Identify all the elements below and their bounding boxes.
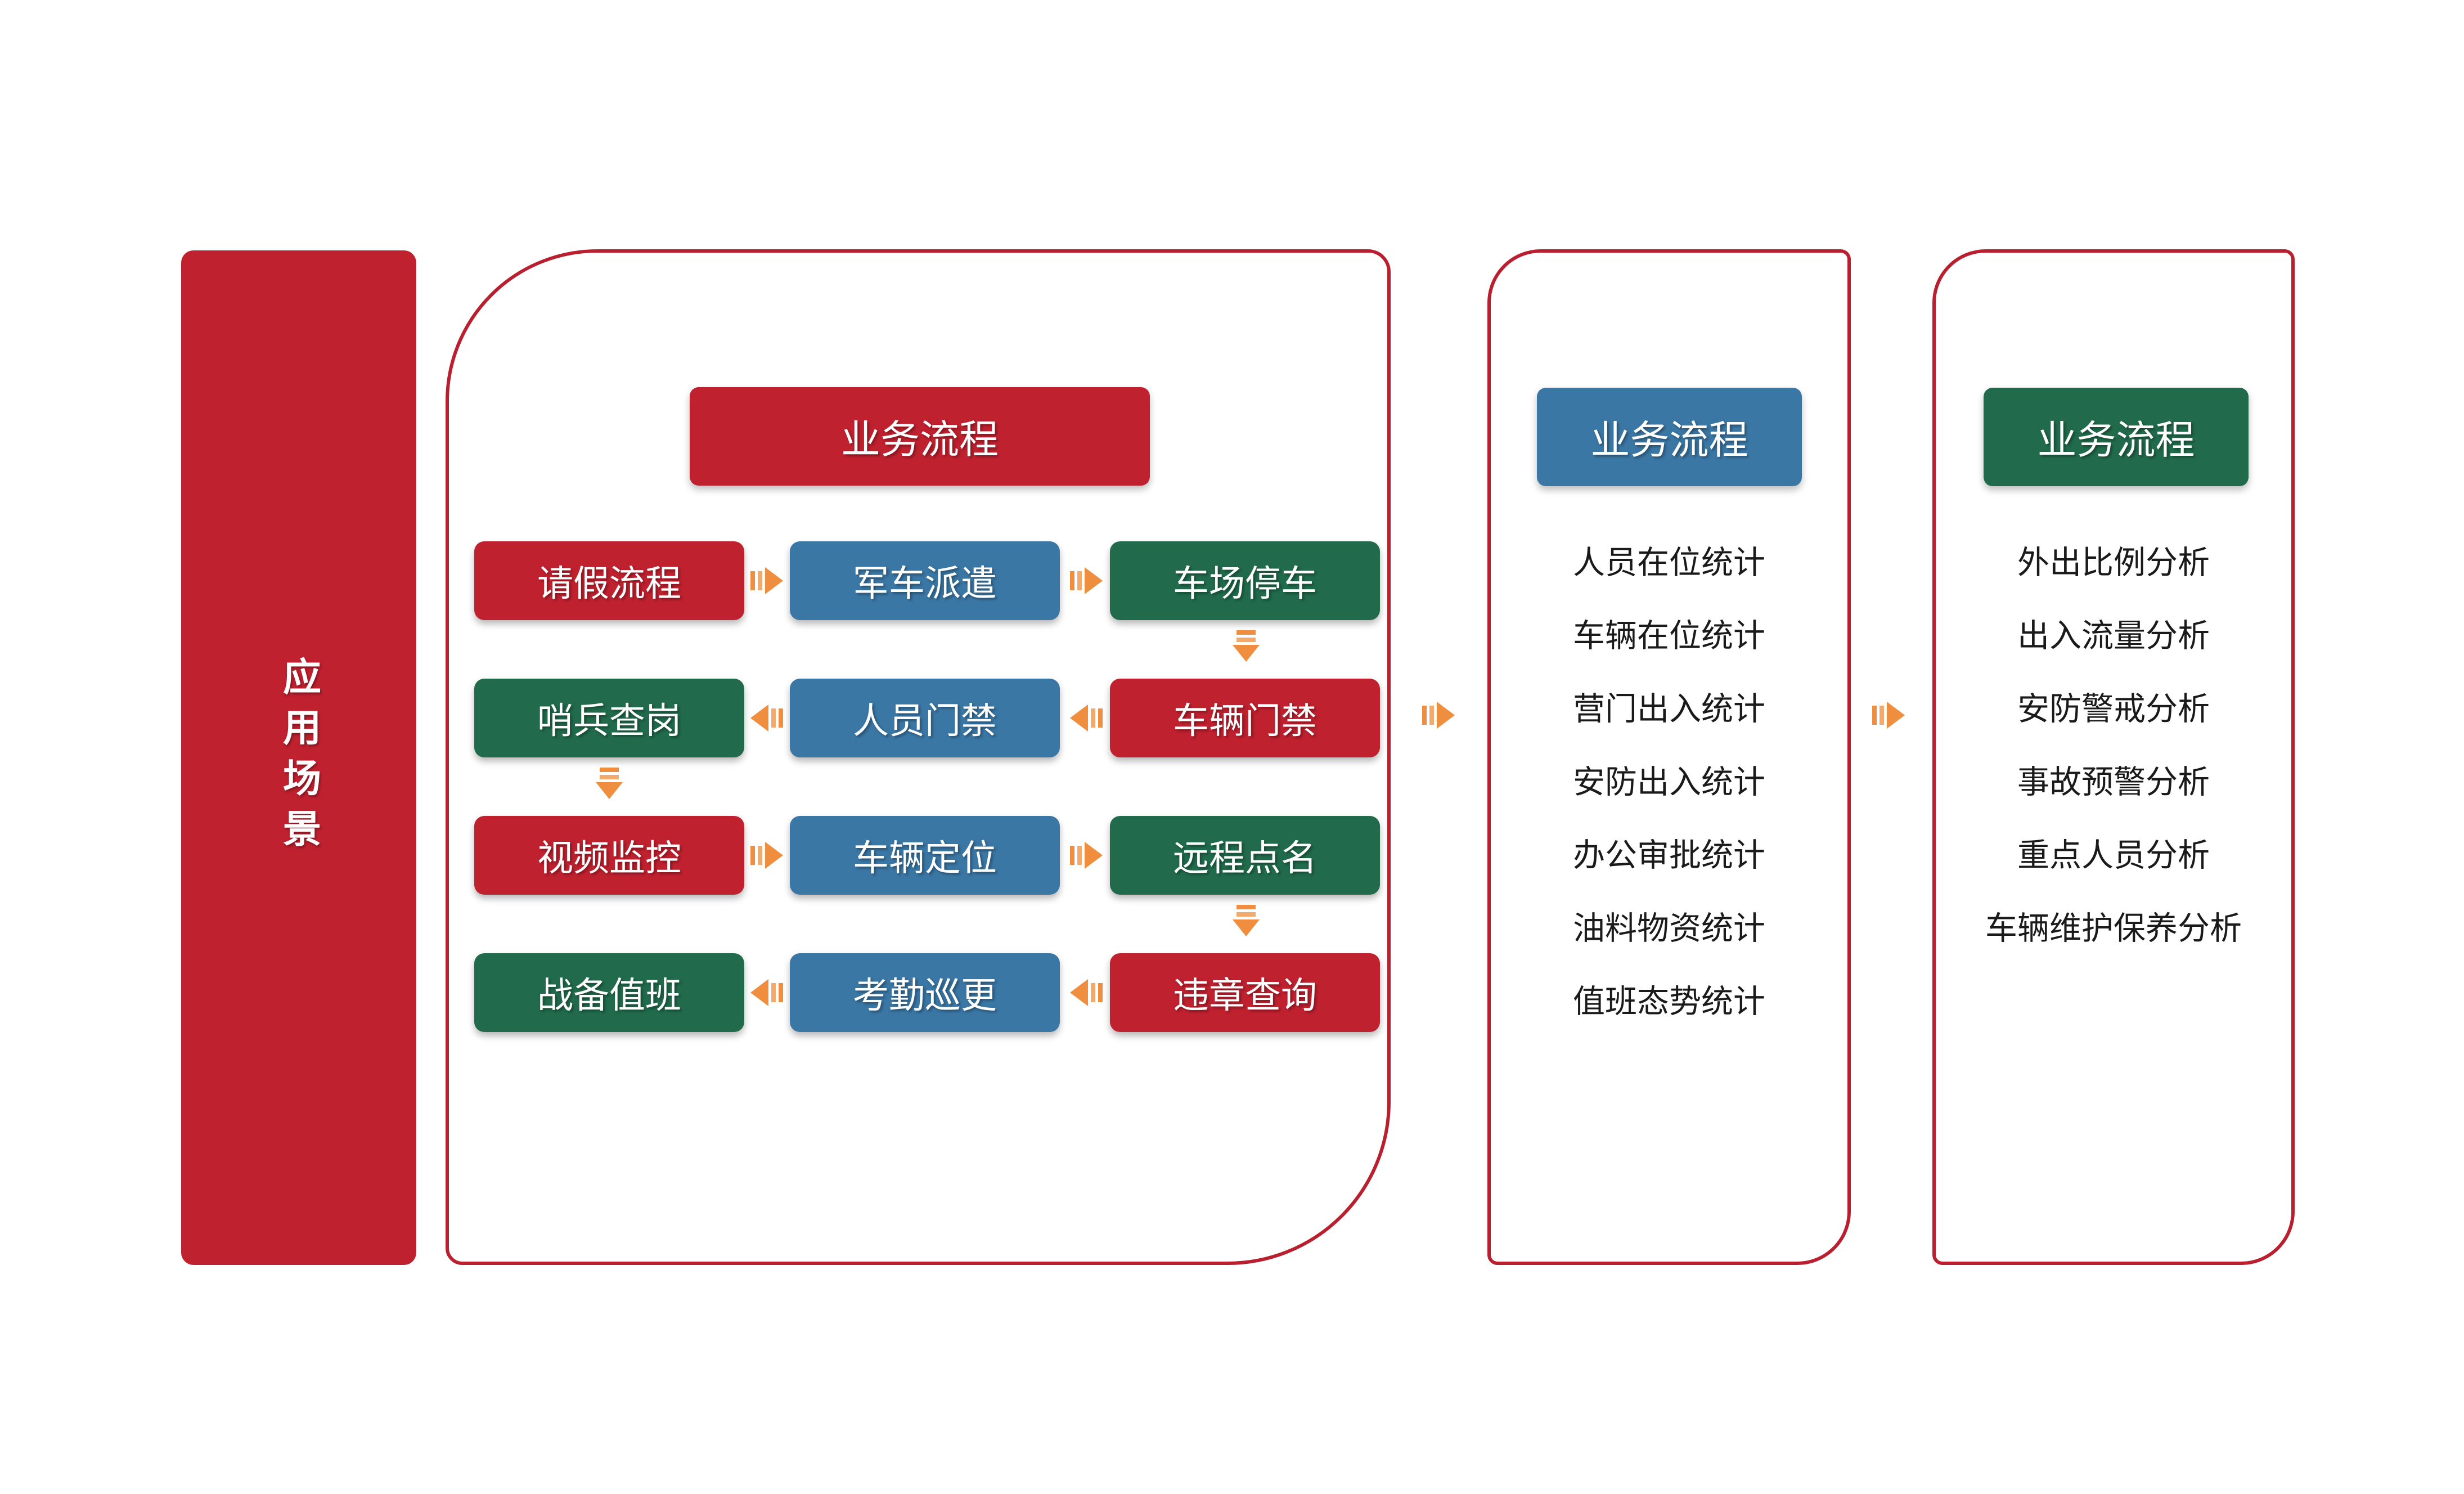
- arrow-left-icon: [750, 705, 783, 732]
- arrow-right-icon: [1872, 702, 1905, 729]
- node-violation-query: 违章查询: [1110, 953, 1380, 1032]
- arrow-down-icon: [1233, 630, 1260, 662]
- list-item: 营门出入统计: [1573, 691, 1765, 727]
- arrow-right-icon: [750, 567, 783, 594]
- node-vehicle-location: 车辆定位: [790, 816, 1060, 895]
- panel3-header: 业务流程: [1984, 388, 2249, 486]
- list-item: 车辆维护保养分析: [1985, 910, 2242, 946]
- arrow-right-icon: [1422, 702, 1455, 729]
- node-remote-rollcall: 远程点名: [1110, 816, 1380, 895]
- node-vehicle-access: 车辆门禁: [1110, 679, 1380, 757]
- arrow-right-icon: [750, 842, 783, 869]
- statistics-list: 人员在位统计 车辆在位统计 营门出入统计 安防出入统计 办公审批统计 油料物资统…: [1487, 543, 1851, 1021]
- application-scenarios-label: 应用场景: [277, 656, 320, 859]
- node-personnel-access: 人员门禁: [790, 679, 1060, 757]
- list-item: 油料物资统计: [1573, 910, 1765, 946]
- node-military-dispatch: 军车派遣: [790, 541, 1060, 620]
- list-item: 安防出入统计: [1573, 764, 1765, 800]
- list-item: 出入流量分析: [2017, 618, 2210, 654]
- list-item: 外出比例分析: [2017, 545, 2210, 581]
- panel1-header: 业务流程: [690, 387, 1150, 486]
- list-item: 事故预警分析: [2017, 764, 2210, 800]
- panel2-header: 业务流程: [1537, 388, 1802, 486]
- application-scenarios-banner: 应用场景: [181, 250, 416, 1265]
- list-item: 重点人员分析: [2017, 837, 2210, 873]
- analysis-list: 外出比例分析 出入流量分析 安防警戒分析 事故预警分析 重点人员分析 车辆维护保…: [1932, 543, 2295, 948]
- arrow-down-icon: [596, 768, 623, 799]
- arrow-right-icon: [1070, 842, 1103, 869]
- arrow-left-icon: [1070, 705, 1103, 732]
- node-video-monitoring: 视频监控: [474, 816, 744, 895]
- arrow-left-icon: [750, 979, 783, 1006]
- node-parking: 车场停车: [1110, 541, 1380, 620]
- arrow-right-icon: [1070, 567, 1103, 594]
- list-item: 安防警戒分析: [2017, 691, 2210, 727]
- arrow-down-icon: [1233, 905, 1260, 936]
- arrow-left-icon: [1070, 979, 1103, 1006]
- list-item: 人员在位统计: [1573, 545, 1765, 581]
- node-combat-duty: 战备值班: [474, 953, 744, 1032]
- node-leave-process: 请假流程: [474, 541, 744, 620]
- list-item: 办公审批统计: [1573, 837, 1765, 873]
- list-item: 车辆在位统计: [1573, 618, 1765, 654]
- list-item: 值班态势统计: [1573, 984, 1765, 1020]
- node-sentry-check: 哨兵查岗: [474, 679, 744, 757]
- node-attendance-patrol: 考勤巡更: [790, 953, 1060, 1032]
